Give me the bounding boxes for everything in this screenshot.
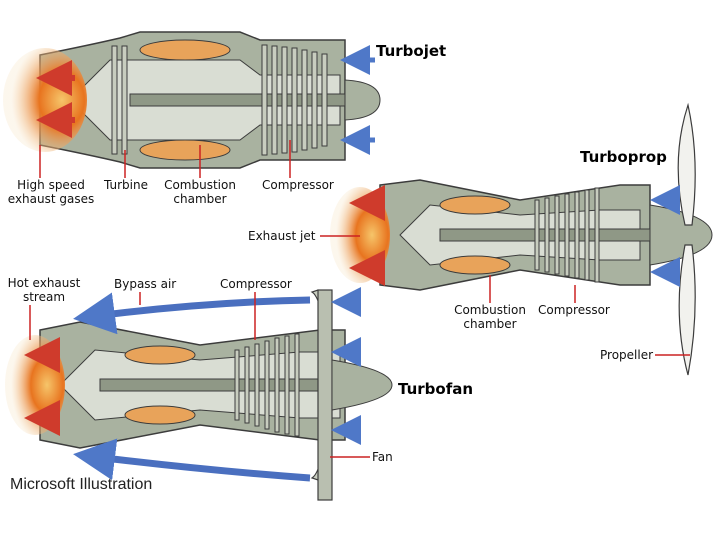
turbofan-bypass-label: Bypass air [114,277,177,291]
turboprop-shaft [439,228,681,242]
turbofan-exhaust-arrows [24,337,60,436]
turboprop-title: Turboprop [580,148,667,166]
turbojet-exhaust-label-text: High speed exhaust gases [7,178,95,206]
turboprop-engine [320,102,713,376]
turbojet-compressor-label: Compressor [262,178,334,192]
turbojet-combustors [139,39,231,161]
bypass-arrow-bottom [73,438,311,482]
bypass-arrow-top [73,292,311,335]
turbojet-exhaust-flame [3,48,87,152]
turbojet-compressor-blades [261,44,328,156]
turboprop-leader-lines [320,235,690,356]
propeller [677,102,696,376]
turbojet-engine [3,31,381,178]
turbojet-intake-arrows [340,45,375,155]
turbofan-spinner [331,359,393,411]
turboprop-intake-arrows [650,185,680,287]
turbojet-exhaust-label: High speed exhaust gases [6,178,96,206]
turbofan-intake-arrows [331,287,361,445]
turbojet-exhaust-arrows [36,60,75,138]
turbojet-title: Turbojet [376,42,447,60]
turbojet-combustion-label-text: Combustion chamber [164,178,236,206]
turbofan-exhaust-label: Hot exhaust stream [4,276,84,304]
turbofan-leader-lines [29,292,370,458]
turbofan-combustors [124,345,196,425]
turbofan-fan-label: Fan [372,450,393,464]
turbojet-leader-lines [39,140,291,178]
turbofan-exhaust-label-text: Hot exhaust stream [7,276,81,304]
turboprop-propeller-label: Propeller [600,348,654,362]
turboprop-compressor-label: Compressor [538,303,610,317]
turbofan-compressor-label: Compressor [220,277,292,291]
turboprop-combustion-label-text: Combustion chamber [454,303,526,331]
turboprop-exhaust-label: Exhaust jet [248,229,316,243]
turboprop-spinner [649,204,713,266]
turboprop-combustors [439,195,511,275]
turbojet-spinner [344,79,381,121]
turbofan-compressor-blades [234,333,300,437]
turboprop-compressor-blades [534,187,600,283]
turboprop-exhaust-arrows [349,185,385,286]
turbofan-title: Turbofan [398,380,474,398]
turbojet-combustion-label: Combustion chamber [160,178,240,206]
turbofan-engine [5,287,393,501]
turbojet-turbine-label: Turbine [104,178,148,192]
illustration-credit: Microsoft Illustration [10,476,153,493]
turboprop-combustion-label: Combustion chamber [450,303,530,331]
